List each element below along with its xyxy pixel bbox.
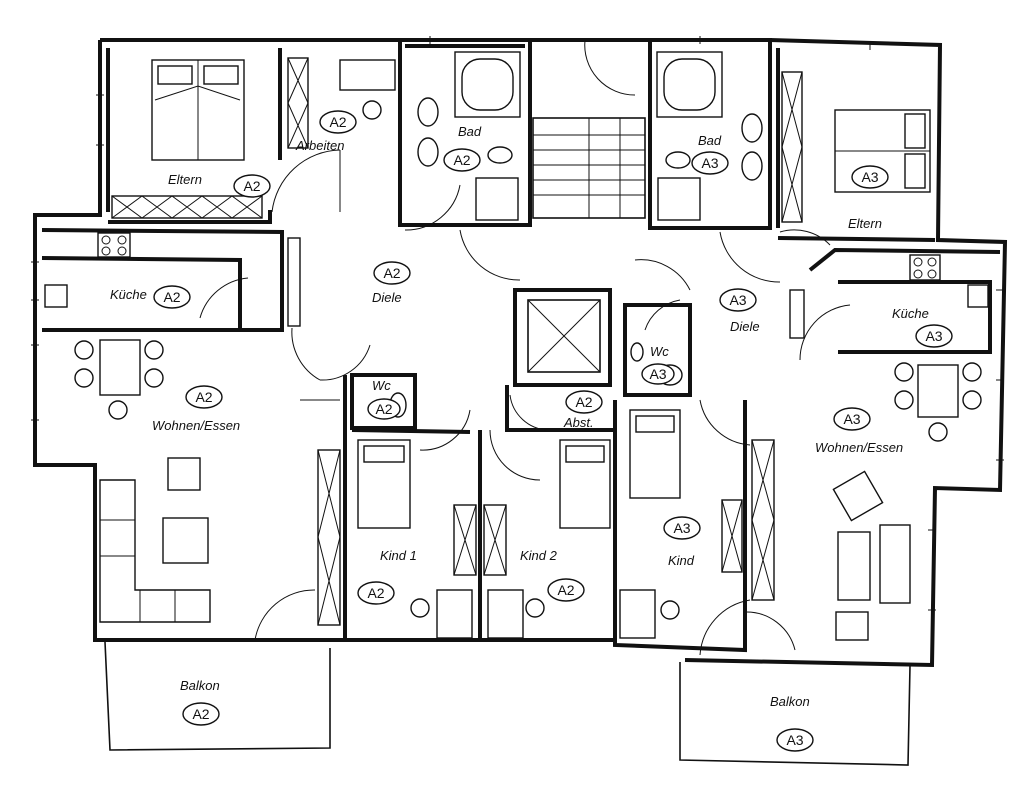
room-labels: Eltern A2 Arbeiten A2 Bad A2 A2 Diele Kü… xyxy=(110,110,953,752)
room-label-eltern-a2: Eltern xyxy=(168,172,202,187)
unit-tag-bad-a2: A2 xyxy=(453,152,470,168)
door-swings xyxy=(199,39,851,656)
room-label-balkon-a3: Balkon xyxy=(770,694,810,709)
walls xyxy=(33,38,1008,766)
room-label-diele-a3: Diele xyxy=(730,319,760,334)
room-label-wohnen-a2: Wohnen/Essen xyxy=(152,418,240,433)
unit-tag-abst: A2 xyxy=(575,394,592,410)
wardrobes xyxy=(111,57,805,626)
unit-tag-wohnen-a2: A2 xyxy=(195,389,212,405)
unit-tag-wc-a3: A3 xyxy=(649,366,666,382)
unit-tag-balkon-a2: A2 xyxy=(192,706,209,722)
unit-tag-bad-a3: A3 xyxy=(701,155,718,171)
bath-fixtures xyxy=(389,51,763,418)
unit-tag-diele-a2: A2 xyxy=(383,265,400,281)
room-label-abst: Abst. xyxy=(563,415,594,430)
room-label-eltern-a3: Eltern xyxy=(848,216,882,231)
unit-tag-diele-a3: A3 xyxy=(729,292,746,308)
unit-tag-balkon-a3: A3 xyxy=(786,732,803,748)
room-label-bad-a2: Bad xyxy=(458,124,482,139)
room-label-kind-a3: Kind xyxy=(668,553,695,568)
room-label-wc-a2: Wc xyxy=(372,378,391,393)
unit-tag-kind-2: A2 xyxy=(557,582,574,598)
unit-tag-eltern-a2: A2 xyxy=(243,178,260,194)
room-label-arbeiten: Arbeiten xyxy=(295,138,344,153)
unit-tag-kueche-a2: A2 xyxy=(163,289,180,305)
windows xyxy=(31,36,1004,611)
unit-tag-kind-a3: A3 xyxy=(673,520,690,536)
room-label-kueche-a2: Küche xyxy=(110,287,147,302)
room-label-kind-1: Kind 1 xyxy=(380,548,417,563)
beds xyxy=(151,59,931,529)
furniture xyxy=(44,59,989,641)
room-label-wohnen-a3: Wohnen/Essen xyxy=(815,440,903,455)
room-label-bad-a3: Bad xyxy=(698,133,722,148)
unit-tag-kind-1: A2 xyxy=(367,585,384,601)
unit-tag-arbeiten: A2 xyxy=(329,114,346,130)
unit-tag-wohnen-a3: A3 xyxy=(843,411,860,427)
room-label-diele-a2: Diele xyxy=(372,290,402,305)
lift xyxy=(527,299,601,373)
room-label-wc-a3: Wc xyxy=(650,344,669,359)
unit-tag-eltern-a3: A3 xyxy=(861,169,878,185)
room-label-kind-2: Kind 2 xyxy=(520,548,558,563)
room-label-balkon-a2: Balkon xyxy=(180,678,220,693)
unit-tag-kueche-a3: A3 xyxy=(925,328,942,344)
stairs xyxy=(532,117,646,219)
unit-tag-wc-a2: A2 xyxy=(375,401,392,417)
room-label-kueche-a3: Küche xyxy=(892,306,929,321)
